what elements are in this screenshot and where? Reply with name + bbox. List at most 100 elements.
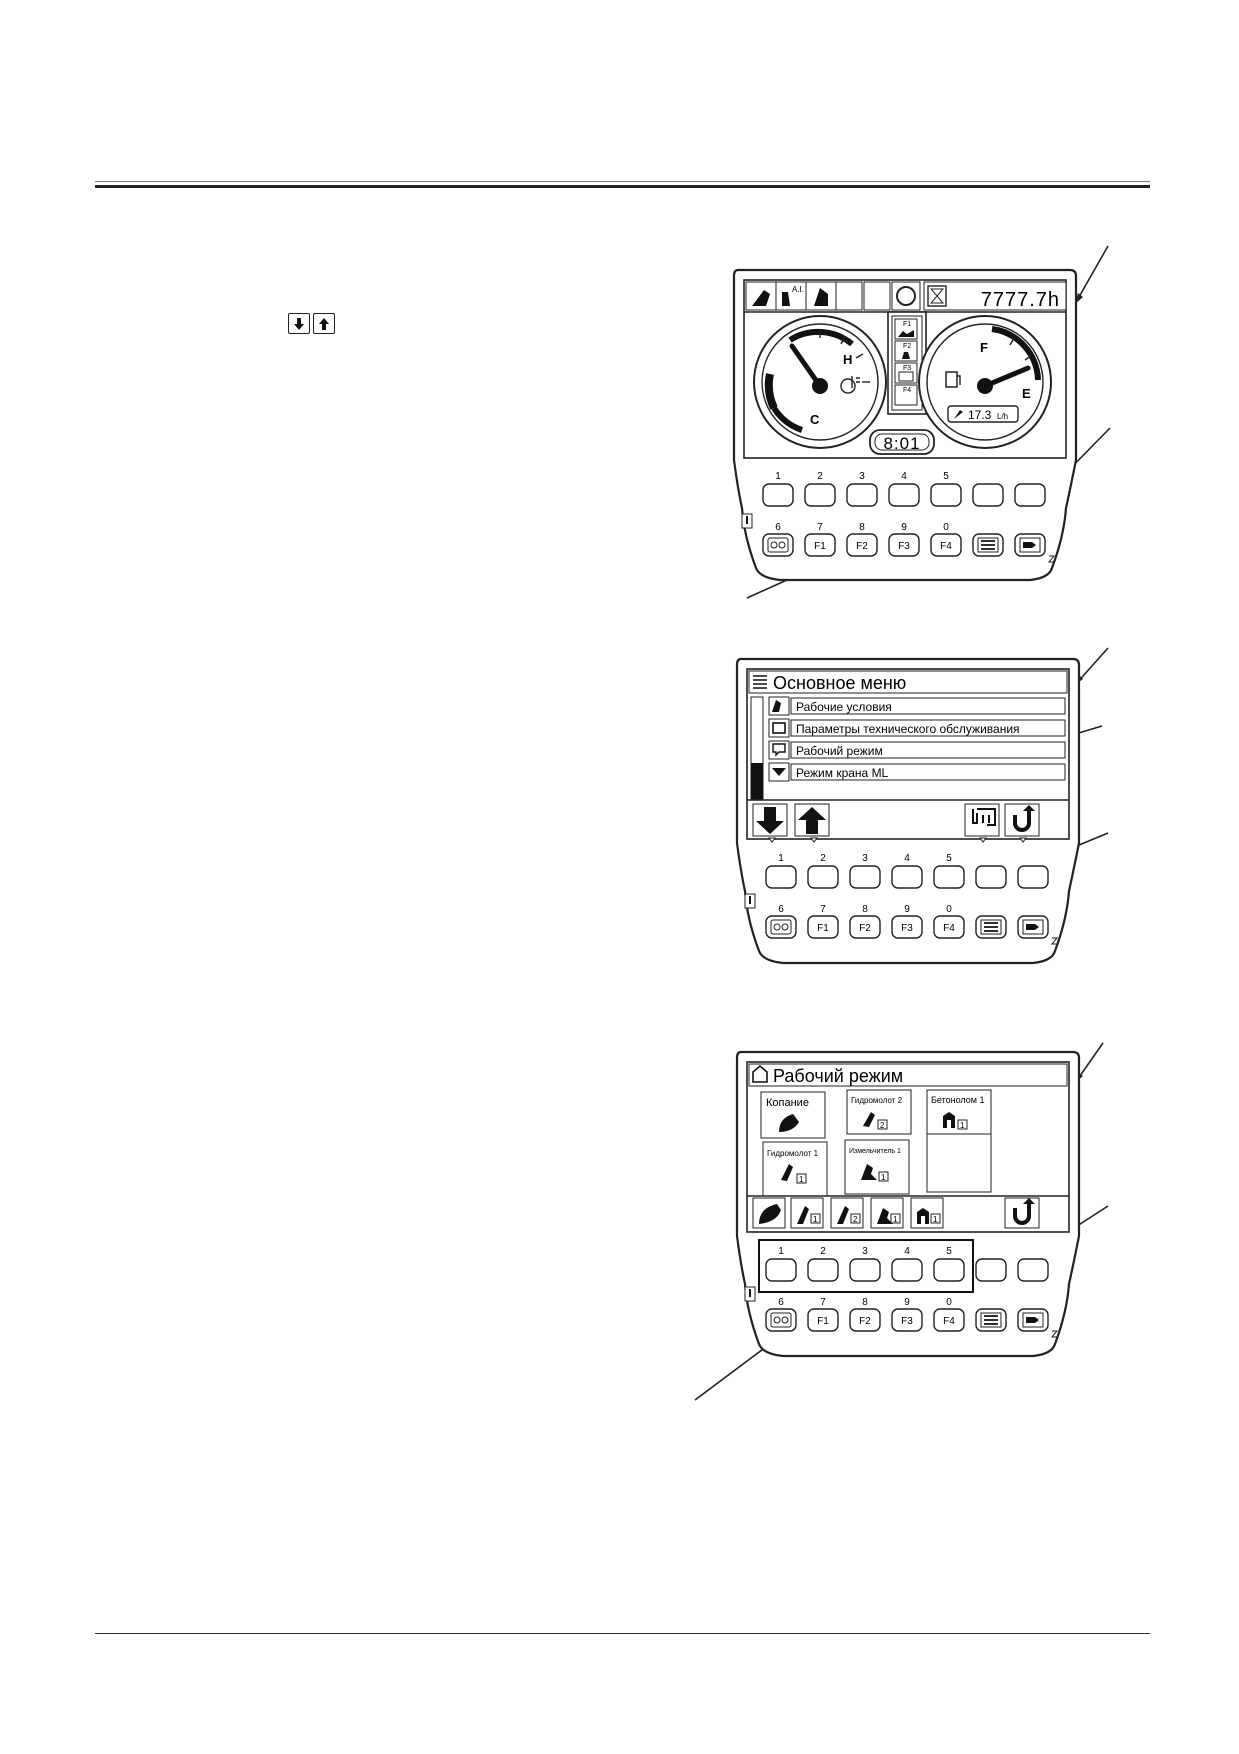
key-5[interactable] — [930, 483, 962, 507]
menu-item-label: Режим крана ML — [796, 766, 889, 780]
header-rule — [95, 185, 1150, 188]
down-arrow-icon — [756, 807, 784, 834]
key-2[interactable] — [804, 483, 836, 507]
key-3[interactable] — [846, 483, 878, 507]
key-3[interactable] — [849, 1258, 881, 1282]
key-number: 1 — [775, 471, 781, 482]
key-f4-label: F4 — [943, 923, 955, 934]
key-number: 5 — [946, 853, 952, 864]
coolant-hot-label: H — [843, 352, 852, 367]
key-2[interactable] — [807, 865, 839, 889]
key-blank-a[interactable] — [975, 1258, 1007, 1282]
pulverizer-icon — [861, 1164, 877, 1180]
key-blank-b[interactable] — [1014, 483, 1046, 507]
key-number: 8 — [862, 1297, 868, 1308]
key-f4-label: F4 — [940, 541, 952, 552]
key-5[interactable] — [933, 865, 965, 889]
key-number: 3 — [859, 471, 865, 482]
mode-badge: 1 — [960, 1121, 965, 1130]
key-blank-b[interactable] — [1017, 865, 1049, 889]
key-number: 4 — [901, 471, 907, 482]
key-blank-a[interactable] — [972, 483, 1004, 507]
key-f3[interactable] — [888, 533, 920, 557]
key-f4[interactable] — [930, 533, 962, 557]
key-4[interactable] — [888, 483, 920, 507]
key-3[interactable] — [849, 865, 881, 889]
menu-item-work-conditions[interactable]: Рабочие условия — [768, 696, 1066, 716]
softkey-bar: 1 2 1 1 — [752, 1197, 1040, 1229]
mode-card-concrete-crusher-1[interactable]: Бетонолом 1 1 — [926, 1089, 992, 1135]
key-4[interactable] — [891, 1258, 923, 1282]
key-f2[interactable] — [846, 533, 878, 557]
key-number: 9 — [904, 904, 910, 915]
mode-card-digging[interactable]: Копание — [760, 1091, 826, 1139]
work-mode-title: Рабочий режим — [773, 1066, 903, 1086]
key-f1[interactable] — [807, 915, 839, 939]
fuel-consumption: 17.3 — [968, 408, 992, 422]
key-f4[interactable] — [933, 1308, 965, 1332]
key-1[interactable] — [765, 1258, 797, 1282]
key-2[interactable] — [807, 1258, 839, 1282]
mode-card-pulverizer-1[interactable]: Измельчитель 1 1 — [844, 1139, 910, 1195]
softkey-badge: 1 — [893, 1215, 898, 1224]
camera-icon — [767, 537, 789, 553]
key-blank-a[interactable] — [975, 865, 1007, 889]
key-5[interactable] — [933, 1258, 965, 1282]
menu-list-icon — [977, 537, 999, 553]
key-f2[interactable] — [849, 1308, 881, 1332]
key-blank-b[interactable] — [1017, 1258, 1049, 1282]
breaker-icon — [863, 1112, 875, 1127]
mode-badge: 2 — [880, 1121, 885, 1130]
camera-icon — [770, 919, 792, 935]
crusher-icon — [917, 1208, 929, 1224]
key-number: 5 — [946, 1246, 952, 1257]
key-number: 4 — [904, 853, 910, 864]
key-number: 0 — [943, 522, 949, 533]
menu-item-crane-mode[interactable]: Режим крана ML — [768, 762, 1066, 782]
menu-list-icon — [980, 919, 1002, 935]
breaker-icon — [837, 1206, 849, 1224]
hand-pointer-icon — [972, 808, 996, 826]
mode-card-breaker-2[interactable]: Гидромолот 2 2 — [846, 1089, 912, 1135]
key-4[interactable] — [891, 865, 923, 889]
clock: 8:01 — [883, 434, 920, 453]
key-f1[interactable] — [804, 533, 836, 557]
keypad: 1 2 3 4 5 6 7 8 9 0 — [744, 1246, 1059, 1338]
mode-label: Измельчитель 1 — [849, 1148, 901, 1155]
key-number: 0 — [946, 904, 952, 915]
menu-item-work-mode[interactable]: Рабочий режим — [768, 740, 1066, 760]
down-arrow-icon — [288, 313, 310, 334]
key-number: 9 — [901, 522, 907, 533]
key-number: 3 — [862, 1246, 868, 1257]
header-rule-thin — [95, 181, 1150, 182]
mode-card-breaker-1[interactable]: Гидромолот 1 1 — [762, 1141, 828, 1197]
key-f3-label: F3 — [901, 1316, 913, 1327]
bucket-icon — [759, 1204, 781, 1224]
menu-title: Основное меню — [773, 673, 906, 693]
key-f1-label: F1 — [817, 923, 829, 934]
key-number: 4 — [904, 1246, 910, 1257]
key-f3[interactable] — [891, 915, 923, 939]
key-1[interactable] — [765, 865, 797, 889]
menu-list-icon — [753, 675, 767, 689]
breaker-icon — [781, 1164, 793, 1181]
svg-text:A.I.: A.I. — [792, 285, 804, 294]
key-f4[interactable] — [933, 915, 965, 939]
keypad: 1 2 3 4 5 6 7 8 9 0 — [741, 471, 1056, 563]
alert-icon — [749, 1289, 751, 1297]
key-f3-label: F3 — [898, 541, 910, 552]
screen-switch-icon — [1019, 537, 1041, 553]
footer-rule — [95, 1633, 1150, 1634]
menu-item-label: Рабочий режим — [796, 744, 883, 758]
softkey-badge: 1 — [933, 1215, 938, 1224]
mode-label: Гидромолот 2 — [851, 1096, 903, 1105]
key-f1[interactable] — [807, 1308, 839, 1332]
key-number: 8 — [862, 904, 868, 915]
key-f3[interactable] — [891, 1308, 923, 1332]
fuel-pump-icon — [945, 371, 961, 388]
menu-item-maintenance[interactable]: Параметры технического обслуживания — [768, 718, 1066, 738]
key-f2[interactable] — [849, 915, 881, 939]
key-number: 2 — [820, 1246, 826, 1257]
fuel-empty-label: E — [1022, 386, 1031, 401]
key-1[interactable] — [762, 483, 794, 507]
